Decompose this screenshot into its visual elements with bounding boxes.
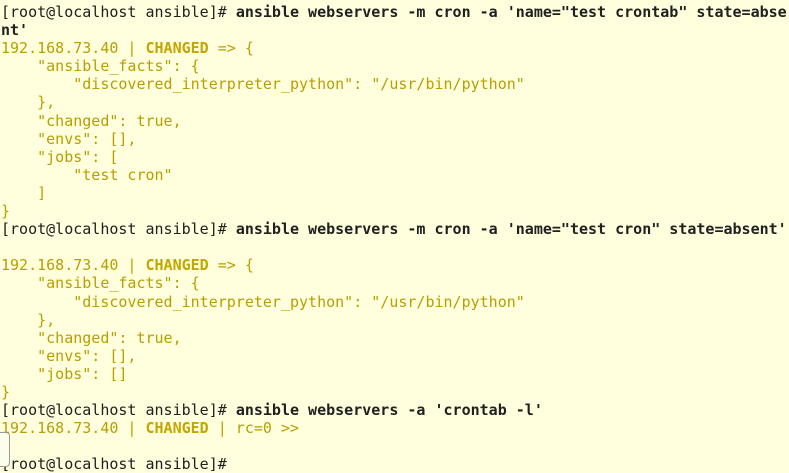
command-text: nt' — [1, 21, 29, 40]
terminal-line: "discovered_interpreter_python": "/usr/b… — [1, 75, 789, 93]
terminal-line: "jobs": [ — [1, 148, 789, 166]
output-text: ] — [1, 183, 47, 202]
terminal-line: [root@localhost ansible]# ansible webser… — [1, 220, 789, 238]
terminal-line — [1, 437, 789, 455]
terminal-line: [root@localhost ansible]# ansible webser… — [1, 3, 789, 21]
status-badge: CHANGED — [145, 419, 209, 438]
output-text: "test cron" — [1, 165, 173, 184]
output-text: 192.168.73.40 | — [1, 419, 146, 438]
output-text: "changed": true, — [1, 328, 182, 347]
terminal-line: ] — [1, 184, 789, 202]
output-text: => { — [208, 39, 254, 58]
output-text: }, — [1, 310, 56, 329]
terminal-line: "changed": true, — [1, 329, 789, 347]
output-text: "envs": [], — [1, 346, 137, 365]
terminal-lines: [root@localhost ansible]# ansible webser… — [1, 3, 789, 473]
output-text: 192.168.73.40 | — [1, 39, 146, 58]
terminal-line: "envs": [], — [1, 130, 789, 148]
terminal-line: "jobs": [] — [1, 365, 789, 383]
command-text: ansible webservers -m cron -a 'name="tes… — [235, 220, 787, 239]
terminal-line: 192.168.73.40 | CHANGED => { — [1, 39, 789, 57]
output-text: } — [1, 382, 11, 401]
terminal-line: "test cron" — [1, 166, 789, 184]
terminal-line — [1, 238, 789, 256]
overlapping-window-edge — [0, 432, 10, 467]
output-text: } — [1, 202, 11, 221]
terminal-line: }, — [1, 93, 789, 111]
terminal-line: nt' — [1, 21, 789, 39]
output-text: 192.168.73.40 | — [1, 256, 146, 275]
shell-prompt: [root@localhost ansible]# — [1, 3, 236, 21]
terminal-line: "envs": [], — [1, 347, 789, 365]
output-text: "jobs": [ — [1, 147, 119, 166]
output-text: "discovered_interpreter_python": "/usr/b… — [1, 75, 525, 94]
shell-prompt: [root@localhost ansible]# — [1, 220, 236, 239]
terminal-line: } — [1, 202, 789, 220]
terminal-line: [root@localhost ansible]# ansible webser… — [1, 401, 789, 419]
output-text: "discovered_interpreter_python": "/usr/b… — [1, 292, 525, 311]
output-text: "changed": true, — [1, 111, 182, 130]
shell-prompt: [root@localhost ansible]# — [1, 455, 236, 473]
output-text: | rc=0 >> — [208, 419, 300, 438]
output-text: "ansible_facts": { — [1, 274, 200, 293]
terminal-line: } — [1, 383, 789, 401]
command-text: ansible webservers -m cron -a 'name="tes… — [235, 3, 787, 21]
output-text: "envs": [], — [1, 129, 137, 148]
output-text: }, — [1, 93, 56, 112]
terminal-line: 192.168.73.40 | CHANGED => { — [1, 256, 789, 274]
output-text: "jobs": [] — [1, 364, 128, 383]
terminal-line: [root@localhost ansible]# — [1, 455, 789, 473]
terminal-line: "ansible_facts": { — [1, 57, 789, 75]
output-text: => { — [208, 256, 254, 275]
output-text: "ansible_facts": { — [1, 57, 200, 76]
terminal-line: "ansible_facts": { — [1, 274, 789, 292]
command-text: ansible webservers -a 'crontab -l' — [235, 401, 543, 420]
shell-prompt: [root@localhost ansible]# — [1, 401, 236, 420]
terminal-line: "discovered_interpreter_python": "/usr/b… — [1, 293, 789, 311]
terminal-line: "changed": true, — [1, 112, 789, 130]
terminal-line: }, — [1, 311, 789, 329]
terminal-line: 192.168.73.40 | CHANGED | rc=0 >> — [1, 419, 789, 437]
status-badge: CHANGED — [145, 39, 209, 58]
status-badge: CHANGED — [145, 256, 209, 275]
